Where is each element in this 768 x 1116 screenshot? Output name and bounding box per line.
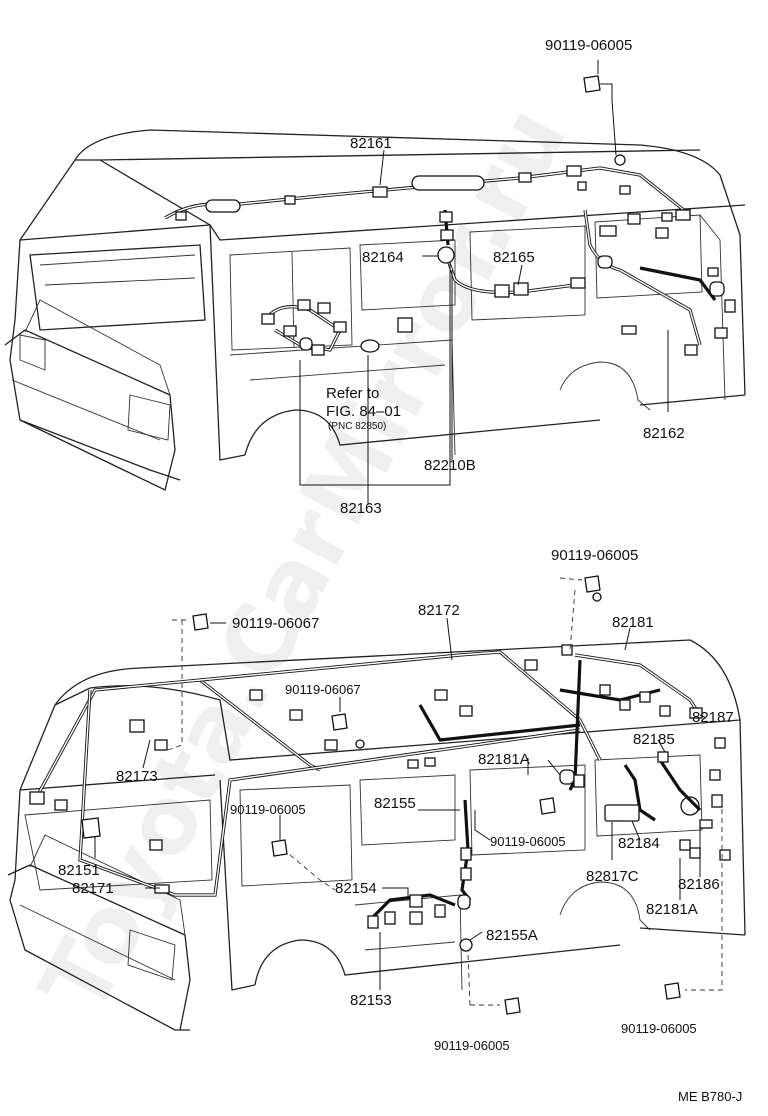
label-82163: 82163 bbox=[340, 500, 382, 517]
top-harness-82165 bbox=[439, 209, 586, 298]
label-bolt-d: 90119-06005 bbox=[230, 802, 306, 817]
label-82210b: 82210B bbox=[424, 457, 476, 474]
bolt-icon bbox=[331, 713, 365, 749]
top-leader-lines bbox=[299, 60, 669, 505]
bolt-icon bbox=[271, 839, 288, 857]
label-82181a-bot: 82181A bbox=[646, 901, 698, 918]
bottom-harness-82172 bbox=[29, 650, 602, 897]
label-82153: 82153 bbox=[350, 992, 392, 1009]
bolt-icon bbox=[192, 613, 209, 631]
label-82186: 82186 bbox=[678, 876, 720, 893]
label-82171: 82171 bbox=[72, 880, 114, 897]
label-82181: 82181 bbox=[612, 614, 654, 631]
bottom-harness-82181 bbox=[559, 644, 726, 791]
label-bolt-c: 90119-06067 bbox=[285, 682, 361, 697]
top-harness-82161 bbox=[164, 154, 691, 222]
label-fig-ref: FIG. 84–01 bbox=[326, 403, 401, 420]
bottom-dashed-lines bbox=[167, 577, 723, 1006]
label-bolt-e: 90119-06005 bbox=[490, 834, 566, 849]
label-82162: 82162 bbox=[643, 425, 685, 442]
label-82185: 82185 bbox=[633, 731, 675, 748]
label-82154: 82154 bbox=[335, 880, 377, 897]
label-pnc-ref: (PNC 82850) bbox=[328, 421, 386, 432]
label-82181a-top: 82181A bbox=[478, 751, 530, 768]
label-bolt-g: 90119-06005 bbox=[621, 1021, 697, 1036]
connector-82151-icon bbox=[81, 817, 101, 839]
bottom-van-body bbox=[7, 639, 746, 1031]
bolt-icon bbox=[584, 575, 602, 602]
label-82151: 82151 bbox=[58, 862, 100, 879]
bolt-icon bbox=[583, 75, 608, 93]
label-82817c: 82817C bbox=[586, 868, 639, 885]
label-82155a: 82155A bbox=[486, 927, 538, 944]
label-bolt-b: 90119-06067 bbox=[232, 615, 319, 632]
label-82164: 82164 bbox=[362, 249, 404, 266]
label-82172: 82172 bbox=[418, 602, 460, 619]
label-82187: 82187 bbox=[692, 709, 734, 726]
bottom-harness-door bbox=[367, 757, 473, 952]
bolt-icon bbox=[539, 797, 556, 815]
label-refer-to: Refer to bbox=[326, 385, 379, 402]
label-82161: 82161 bbox=[350, 135, 392, 152]
bolt-icon bbox=[664, 982, 681, 1000]
label-bolt-f: 90119-06005 bbox=[434, 1038, 510, 1053]
label-82165: 82165 bbox=[493, 249, 535, 266]
grommet-icon bbox=[437, 246, 455, 264]
top-harness-82163 bbox=[261, 299, 413, 356]
bottom-parts-right bbox=[604, 751, 731, 861]
bottom-leader-lines bbox=[94, 617, 707, 990]
drawing-code: ME B780-J bbox=[678, 1089, 742, 1104]
label-bolt-a: 90119-06005 bbox=[551, 547, 638, 564]
top-harness-82162 bbox=[583, 209, 736, 356]
label-82184: 82184 bbox=[618, 835, 660, 852]
label-82155: 82155 bbox=[374, 795, 416, 812]
bolt-icon bbox=[504, 997, 521, 1015]
label-82173: 82173 bbox=[116, 768, 158, 785]
label-bolt-top: 90119-06005 bbox=[545, 37, 632, 54]
